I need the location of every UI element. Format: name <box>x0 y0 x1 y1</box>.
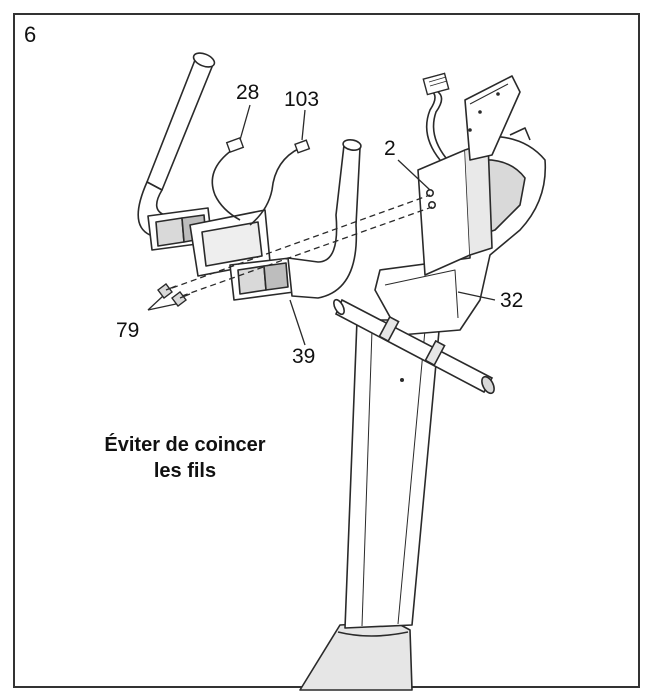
wire-pinch-warning: Éviter de coincer les fils <box>60 432 310 484</box>
alignment-lines <box>171 194 433 297</box>
callout-103: 103 <box>284 88 320 111</box>
callout-79: 79 <box>116 319 140 342</box>
upper-wire-harness <box>425 89 447 161</box>
callout-2: 2 <box>384 137 396 160</box>
upper-post-2 <box>417 75 521 276</box>
crossbar <box>333 298 495 395</box>
upright-post <box>299 319 441 691</box>
callout-32: 32 <box>500 289 524 312</box>
connector-103 <box>294 139 311 154</box>
warning-line-2: les fils <box>153 460 217 482</box>
handlebar-39 <box>137 52 362 301</box>
callout-39: 39 <box>292 345 316 368</box>
connector-28 <box>225 137 245 153</box>
handlebar-wires <box>211 147 301 226</box>
bolts-79 <box>157 283 191 307</box>
step-number: 6 <box>24 22 37 47</box>
warning-line-1: Éviter de coincer <box>104 434 266 456</box>
figure-frame <box>13 13 640 688</box>
leader-lines <box>147 104 496 346</box>
callout-28: 28 <box>236 81 260 104</box>
upper-connector <box>422 72 450 96</box>
